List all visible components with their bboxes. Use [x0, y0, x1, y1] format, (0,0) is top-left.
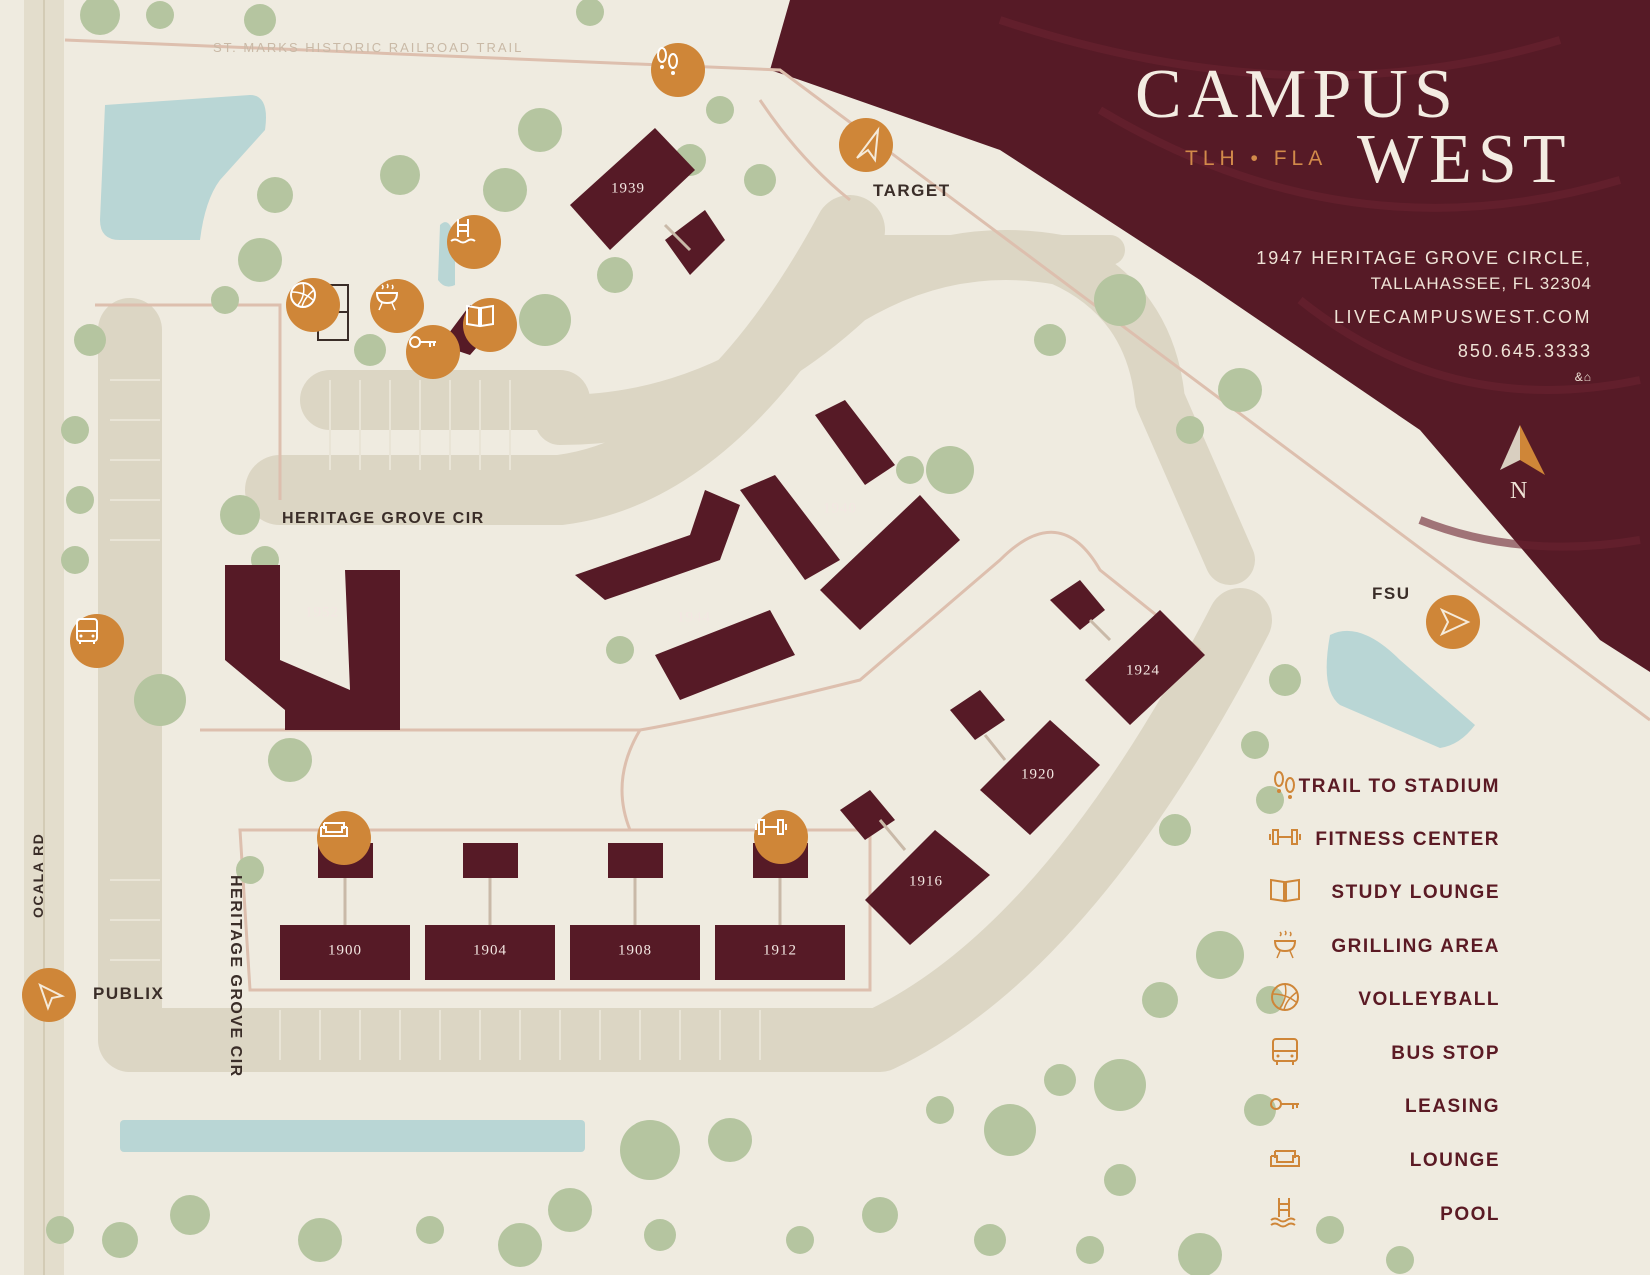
roads: [98, 195, 1272, 1072]
walkways: [343, 223, 1112, 925]
trees: [46, 0, 1414, 1275]
address-line1: 1947 HERITAGE GROVE CIRCLE,: [1256, 248, 1592, 268]
pond-northwest: [100, 95, 266, 240]
grill-icon: [1273, 927, 1568, 967]
place-label-publix: PUBLIX: [93, 984, 165, 1003]
building-label-1944: 1944: [677, 609, 711, 626]
street-label-ocala-rd: OCALA RD: [30, 832, 46, 918]
volleyball-marker-volleyball-icon[interactable]: [286, 278, 340, 332]
legend-label: GRILLING AREA: [1331, 936, 1500, 957]
leasing-marker-key-icon[interactable]: [406, 325, 460, 379]
pond-east: [1326, 630, 1475, 748]
fitness-marker-dumbbell-icon[interactable]: [754, 810, 808, 864]
pool-marker-pool-ladder-icon[interactable]: [447, 215, 501, 269]
building-label-1912: 1912: [763, 942, 797, 959]
bus-icon: [1272, 1034, 1568, 1074]
building-label-1920: 1920: [1021, 766, 1055, 783]
building-label-1952: 1952: [305, 604, 339, 621]
legend-item-volleyball: VOLLEYBALL: [1268, 980, 1568, 1020]
building-label-1939: 1939: [611, 180, 645, 197]
place-label-target: TARGET: [873, 181, 951, 200]
legend-label: STUDY LOUNGE: [1331, 882, 1500, 903]
lounge-marker-sofa-icon[interactable]: [317, 811, 371, 865]
legend-item-pool: POOL: [1268, 1195, 1568, 1235]
phone-number[interactable]: 850.645.3333: [1457, 341, 1592, 361]
building-label-1904: 1904: [473, 942, 507, 959]
building-label-1908: 1908: [618, 942, 652, 959]
legend-item-lounge: LOUNGE: [1268, 1141, 1568, 1181]
address-line2: TALLAHASSEE, FL 32304: [1370, 274, 1592, 293]
direction-markers: [22, 118, 1480, 1022]
building-label-1924: 1924: [1126, 662, 1160, 679]
legend-item-fitness: FITNESS CENTER: [1268, 820, 1568, 860]
building-label-1940: 1940: [823, 500, 857, 517]
legend-label: BUS STOP: [1391, 1043, 1500, 1064]
legend-item-grill: GRILLING AREA: [1268, 927, 1568, 967]
legend-label: POOL: [1440, 1204, 1500, 1225]
dumbbell-icon: [1269, 820, 1568, 860]
footprints-icon: [1274, 767, 1568, 807]
legend-label: VOLLEYBALL: [1358, 989, 1500, 1010]
title-west: WEST: [1357, 121, 1572, 198]
book-icon: [1270, 873, 1568, 913]
compass-arrow-icon: [1500, 425, 1545, 475]
legend-item-bus: BUS STOP: [1268, 1034, 1568, 1074]
branding-panel: [770, 0, 1650, 672]
pond-south: [120, 1120, 585, 1152]
compass-label: N: [1510, 478, 1528, 504]
pool-ladder-icon: [1270, 1195, 1568, 1235]
street-label-heritage-grove: HERITAGE GROVE CIR: [282, 510, 485, 527]
paths: [64, 38, 1650, 992]
study-marker-book-icon[interactable]: [463, 298, 517, 352]
legend-label: FITNESS CENTER: [1315, 829, 1500, 850]
website-link[interactable]: LIVECAMPUSWEST.COM: [1333, 307, 1592, 327]
street-label-heritage-grove-vertical: HERITAGE GROVE CIR: [227, 875, 244, 1078]
grill-marker-grill-icon[interactable]: [370, 279, 424, 333]
trail-marker-footprints-icon[interactable]: [651, 43, 705, 97]
buildings: [225, 128, 1205, 980]
title-campus: CAMPUS: [1135, 56, 1459, 133]
legend-item-trail: TRAIL TO STADIUM: [1268, 767, 1568, 807]
volleyball-icon: [1271, 980, 1568, 1020]
legend-label: LOUNGE: [1409, 1150, 1500, 1171]
legend-item-study: STUDY LOUNGE: [1268, 873, 1568, 913]
trail-label: ST. MARKS HISTORIC RAILROAD TRAIL: [213, 40, 524, 55]
bus-stop-marker-bus-icon[interactable]: [70, 614, 124, 668]
place-label-fsu: FSU: [1372, 584, 1411, 603]
key-icon: [1270, 1087, 1568, 1127]
legend-label: LEASING: [1405, 1096, 1500, 1117]
building-label-1900: 1900: [328, 942, 362, 959]
accessibility-housing-icon: &⌂: [1574, 370, 1592, 384]
legend-label: TRAIL TO STADIUM: [1298, 776, 1500, 797]
legend-item-leasing: LEASING: [1268, 1087, 1568, 1127]
parking: [110, 379, 761, 1060]
sofa-icon: [1270, 1141, 1568, 1181]
building-label-1916: 1916: [909, 873, 943, 890]
subtitle-location: TLH • FLA: [1185, 147, 1328, 170]
